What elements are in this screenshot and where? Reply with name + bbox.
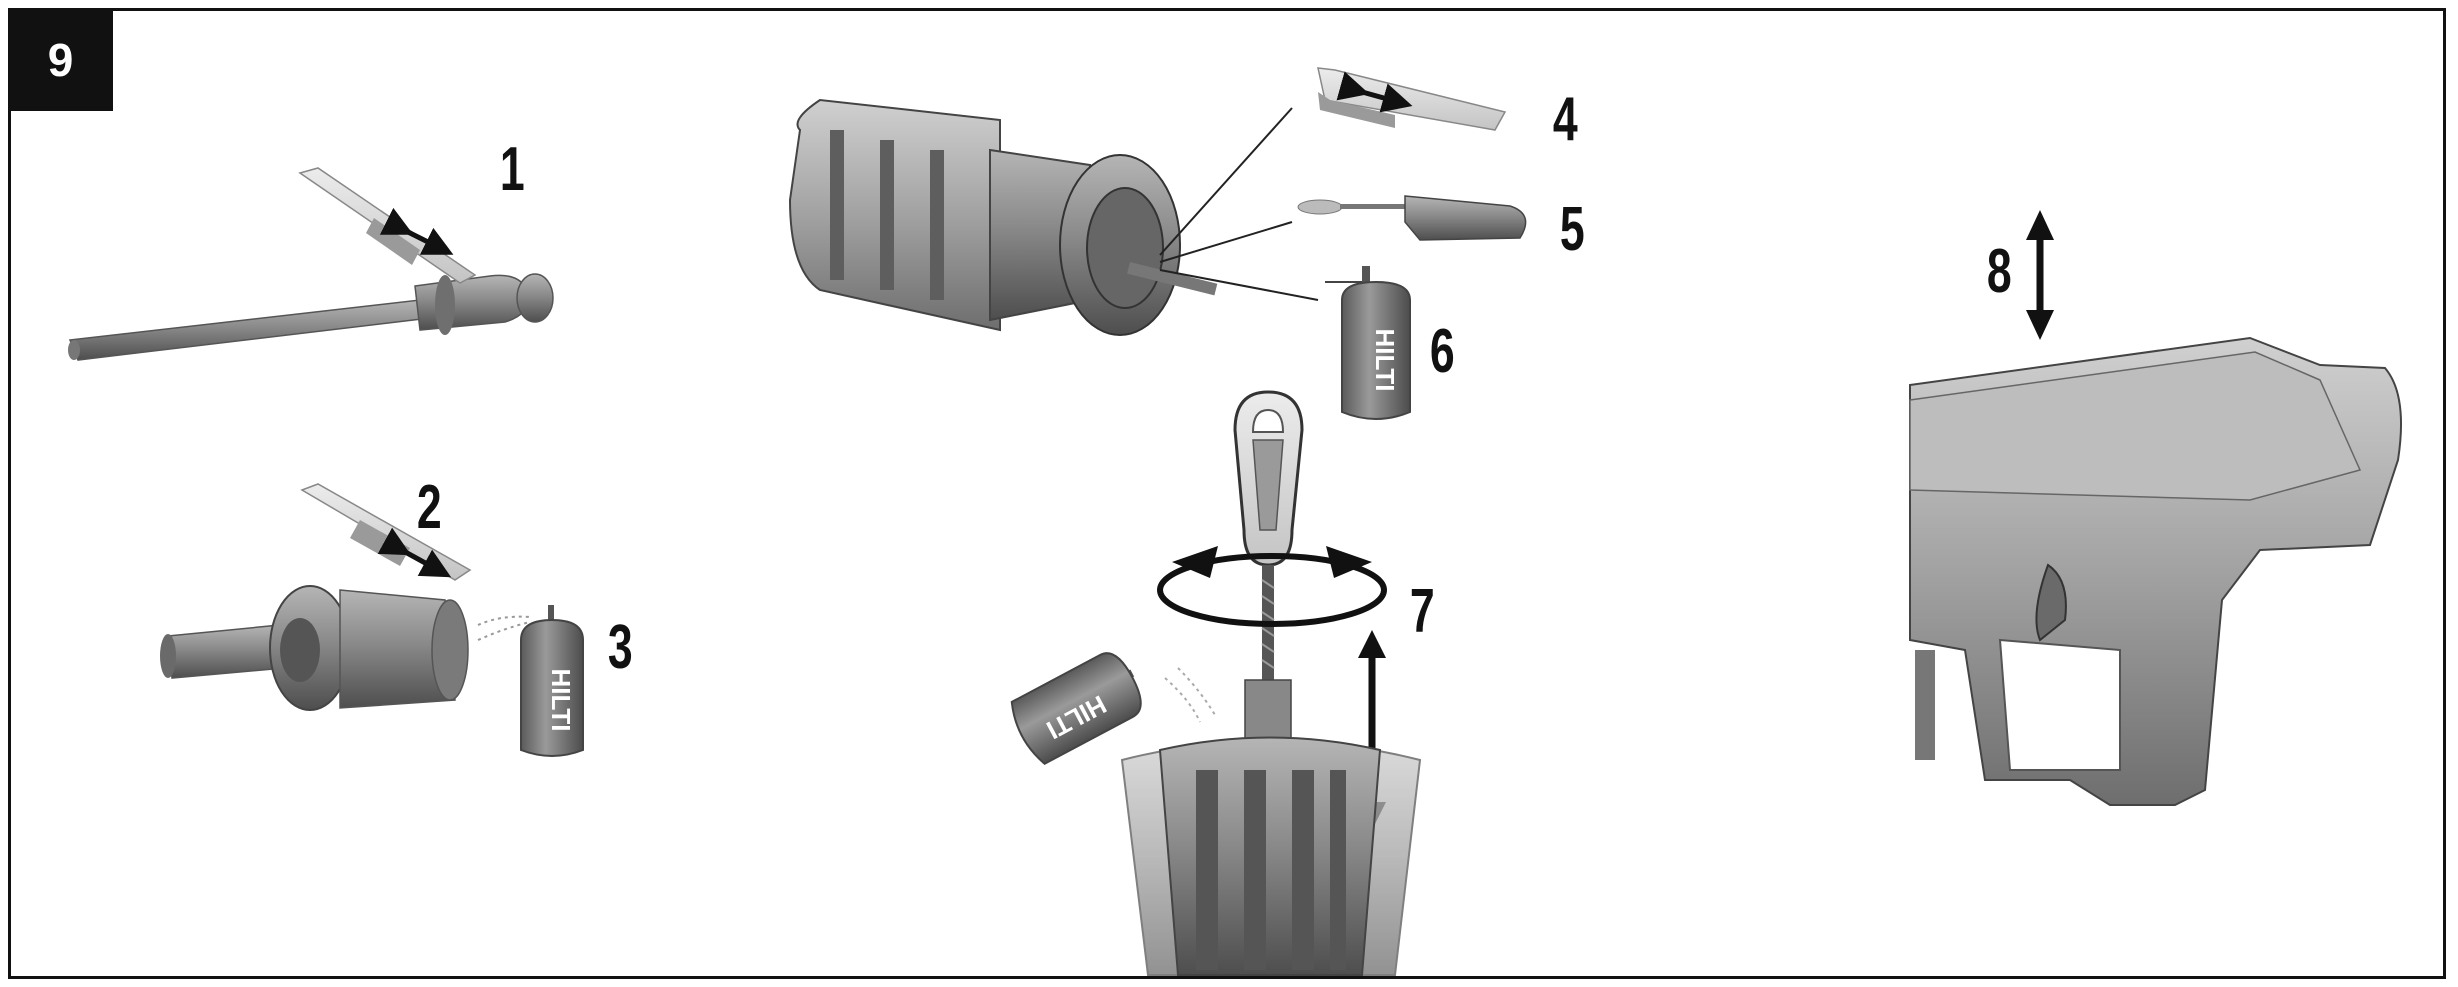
drive-unit xyxy=(788,98,1218,336)
double-arrow-icon xyxy=(1336,71,1413,113)
step-8-vertical-double-arrow-icon xyxy=(2026,210,2054,340)
step-5-round-brush xyxy=(1297,195,1527,241)
step-6-spray-can: HILTI xyxy=(1325,266,1411,420)
step-2-brush xyxy=(300,483,472,581)
rotation-arrow-icon xyxy=(1157,546,1387,627)
step-5-label: 5 xyxy=(1560,195,1585,264)
step-7-cylinder xyxy=(1120,736,1422,976)
step-7-spray-can: HILTI xyxy=(1010,652,1142,765)
step-4-brush xyxy=(1317,67,1507,131)
step-6-label: 6 xyxy=(1430,317,1455,386)
step-7-spiral-brush xyxy=(1233,390,1304,761)
step-3-label: 3 xyxy=(608,613,633,682)
double-arrow-icon xyxy=(379,207,454,255)
step-1-label: 1 xyxy=(500,135,525,204)
double-arrow-icon xyxy=(377,527,452,578)
step-4-label: 4 xyxy=(1553,85,1578,154)
spray-can-logo: HILTI xyxy=(546,668,576,731)
leader-lines xyxy=(1159,107,1319,301)
spray-can-logo: HILTI xyxy=(1370,328,1400,391)
step-8-label: 8 xyxy=(1987,237,2012,306)
step-3-spray-can: HILTI xyxy=(477,605,584,757)
figure-frame xyxy=(8,8,2446,979)
step-7-label: 7 xyxy=(1410,577,1435,646)
step-2-barrel-assembly xyxy=(160,585,469,711)
step-8-tool-housing xyxy=(1909,336,2403,806)
step-1-piston-rod xyxy=(68,273,554,361)
figure-number-badge: 9 xyxy=(8,8,113,111)
step-2-label: 2 xyxy=(417,473,442,542)
step-1-brush xyxy=(298,167,477,284)
